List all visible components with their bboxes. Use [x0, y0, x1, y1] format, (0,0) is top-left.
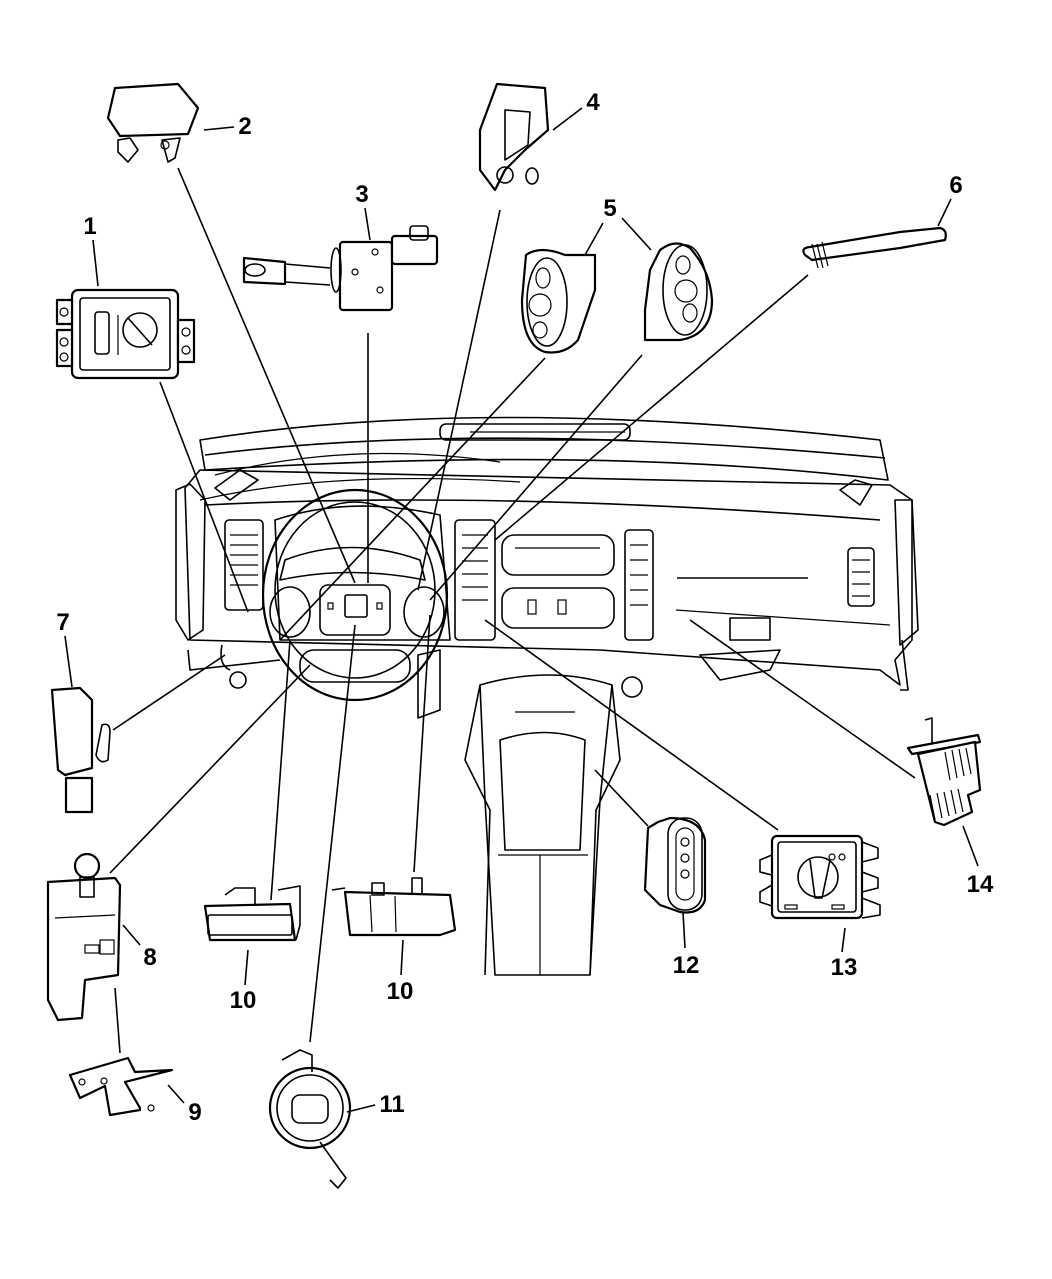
callout-6: 6 [949, 172, 962, 199]
part-5-steering-switch-right[interactable] [643, 242, 714, 342]
part-1-headlamp-switch[interactable] [55, 288, 196, 380]
part-10-housing-left[interactable] [203, 885, 301, 942]
callout-14: 14 [967, 871, 994, 898]
part-14-blower-resistor[interactable] [906, 717, 982, 827]
callout-5: 5 [603, 195, 616, 222]
part-13-rotary-switch[interactable] [759, 834, 881, 920]
part-4-ignition-switch[interactable] [478, 82, 550, 192]
callout-12: 12 [673, 952, 700, 979]
callout-10-right: 10 [387, 978, 414, 1005]
part-12-outlet-switch[interactable] [643, 816, 707, 914]
part-11-clockspring[interactable] [268, 1049, 352, 1189]
part-9-bracket[interactable] [68, 1056, 174, 1117]
part-2-module[interactable] [106, 82, 200, 163]
callout-10-left: 10 [230, 987, 257, 1014]
callout-7: 7 [56, 609, 69, 636]
leader-lines [64, 107, 979, 1113]
callout-8: 8 [143, 944, 156, 971]
floor-console [464, 674, 621, 976]
instrument-panel [175, 416, 919, 719]
part-6-lever[interactable] [802, 226, 947, 269]
part-10-housing-right[interactable] [331, 877, 457, 937]
callout-2: 2 [238, 113, 251, 140]
part-8-transfer-case-switch[interactable] [46, 852, 122, 1022]
part-7-brake-switch[interactable] [50, 686, 111, 814]
callout-labels: 1 2 3 4 5 6 7 8 9 10 10 11 12 13 14 [56, 89, 994, 1126]
callout-9: 9 [188, 1099, 201, 1126]
callout-3: 3 [355, 181, 368, 208]
callout-1: 1 [83, 213, 96, 240]
callout-13: 13 [831, 954, 858, 981]
callout-11: 11 [379, 1091, 404, 1118]
callout-4: 4 [586, 89, 600, 116]
part-3-multifunction-switch[interactable] [242, 225, 439, 312]
part-5-steering-switch-left[interactable] [520, 248, 597, 354]
